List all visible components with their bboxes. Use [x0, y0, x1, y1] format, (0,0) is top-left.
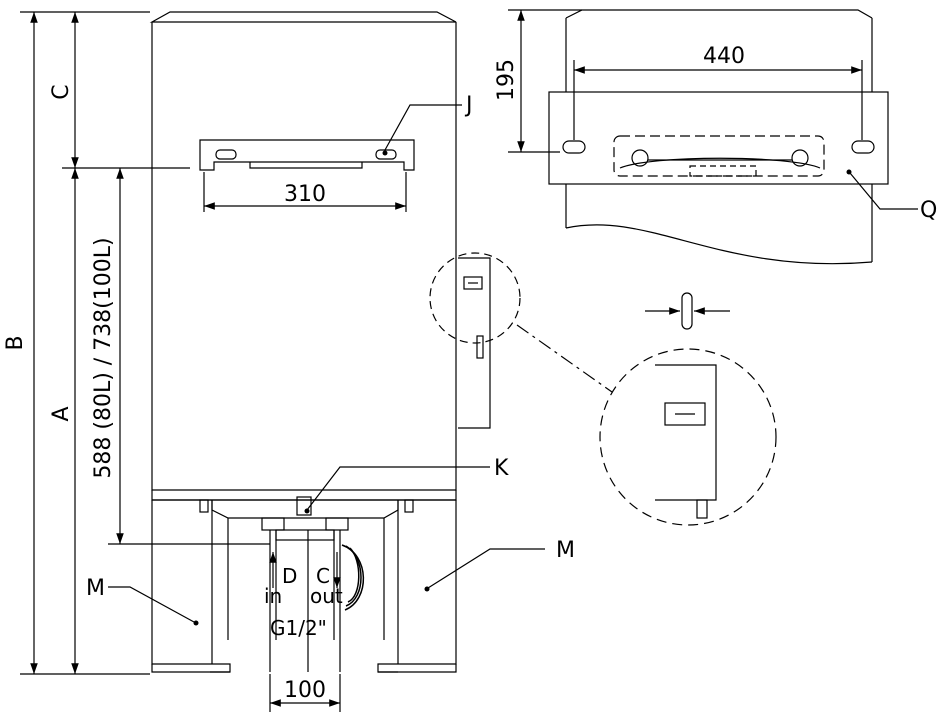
label-in: in [264, 584, 282, 608]
dim-195: 195 [494, 59, 519, 101]
dim-440: 440 [703, 44, 745, 69]
height-dimension: 588 (80L) / 738(100L) [91, 237, 116, 478]
hanging-bracket [199, 139, 415, 171]
label-M-right: M [556, 538, 575, 563]
dim-100: 100 [284, 678, 326, 703]
dimension-lines [20, 9, 863, 712]
label-J: J [464, 93, 473, 118]
label-B: B [3, 335, 28, 350]
back-view [548, 9, 889, 265]
dim-310: 310 [284, 182, 326, 207]
label-K: K [494, 456, 509, 481]
leader-lines [108, 104, 918, 623]
leader-dots [193, 150, 852, 626]
label-Q: Q [920, 198, 937, 223]
label-out: out [310, 584, 343, 608]
side-bracket [429, 252, 521, 429]
zoom-detail [516, 292, 777, 526]
label-C-out: C [316, 564, 330, 588]
label-C: C [49, 84, 74, 99]
label-D: D [282, 564, 297, 588]
label-A: A [49, 406, 74, 421]
label-thread: G1/2" [270, 616, 327, 640]
tank-front-view [149, 11, 457, 673]
label-M-left: M [86, 576, 105, 601]
